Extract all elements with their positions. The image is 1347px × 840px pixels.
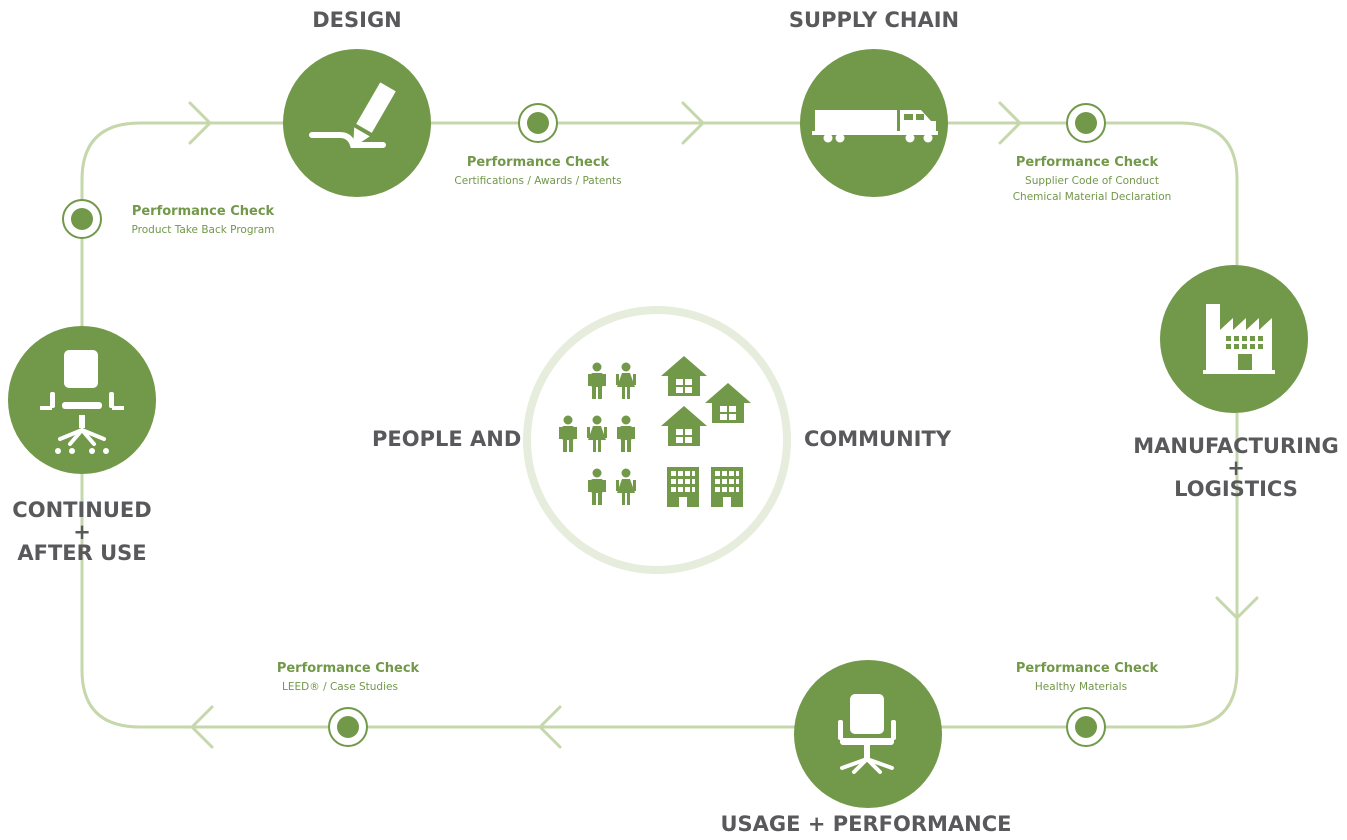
check-line: Healthy Materials bbox=[1034, 681, 1128, 693]
supply-chain-stage-node bbox=[800, 49, 948, 197]
check-line: LEED® / Case Studies bbox=[282, 681, 398, 693]
check-title: Performance Check bbox=[276, 661, 420, 676]
check-title: Performance Check bbox=[1015, 155, 1159, 170]
usage-stage-node bbox=[794, 660, 942, 808]
label-line: MANUFACTURING bbox=[1133, 434, 1339, 458]
community-hub bbox=[523, 306, 791, 574]
truck-icon bbox=[812, 110, 938, 143]
usage-label: USAGE + PERFORMANCE bbox=[720, 812, 1012, 836]
check-line: Supplier Code of Conduct bbox=[1025, 175, 1159, 187]
supply-chain-label: SUPPLY CHAIN bbox=[788, 8, 960, 32]
check-detail: Certifications / Awards / Patents bbox=[454, 173, 621, 189]
checkpoint-icon bbox=[518, 103, 558, 143]
community-label: COMMUNITY bbox=[804, 427, 952, 451]
manufacturing-stage-node bbox=[1160, 265, 1308, 413]
checkpoint-icon bbox=[328, 707, 368, 747]
checkpoint-icon bbox=[1066, 707, 1106, 747]
arrow-right-icon bbox=[188, 101, 212, 145]
check-title: Performance Check bbox=[466, 155, 610, 170]
design-label: DESIGN bbox=[312, 8, 402, 32]
checkpoint-icon bbox=[62, 199, 102, 239]
design-stage-node bbox=[283, 49, 431, 197]
check-line: Chemical Material Declaration bbox=[1012, 191, 1172, 203]
label-line: LOGISTICS bbox=[1174, 477, 1298, 501]
cycle-track bbox=[80, 121, 1239, 729]
after-use-stage-node bbox=[8, 326, 156, 474]
label-line: AFTER USE bbox=[17, 541, 147, 565]
check-line: Certifications / Awards / Patents bbox=[454, 175, 622, 187]
label-line: + bbox=[73, 520, 91, 544]
check-detail: Healthy Materials bbox=[1035, 679, 1127, 695]
exploded-chair-icon bbox=[40, 350, 124, 454]
manufacturing-label: MANUFACTURING + LOGISTICS bbox=[1133, 434, 1339, 502]
pencil-icon bbox=[309, 82, 396, 148]
check-title: Performance Check bbox=[131, 204, 275, 219]
checkpoint-icon bbox=[1066, 103, 1106, 143]
arrow-left-icon bbox=[190, 705, 214, 749]
arrow-right-icon bbox=[681, 101, 705, 145]
arrow-left-icon bbox=[538, 705, 562, 749]
check-detail: Supplier Code of Conduct Chemical Materi… bbox=[1013, 173, 1172, 205]
office-chair-icon bbox=[838, 694, 896, 774]
check-detail: Product Take Back Program bbox=[132, 222, 275, 238]
arrow-right-icon bbox=[998, 101, 1022, 145]
after-use-label: CONTINUED + AFTER USE bbox=[12, 498, 151, 566]
check-title: Performance Check bbox=[1015, 661, 1159, 676]
check-line: Product Take Back Program bbox=[131, 224, 275, 236]
label-line: + bbox=[1227, 456, 1245, 480]
check-detail: LEED® / Case Studies bbox=[282, 679, 398, 695]
factory-icon bbox=[1203, 304, 1275, 374]
label-line: CONTINUED bbox=[12, 498, 152, 522]
arrow-down-icon bbox=[1215, 596, 1259, 620]
people-and-label: PEOPLE AND bbox=[372, 427, 522, 451]
